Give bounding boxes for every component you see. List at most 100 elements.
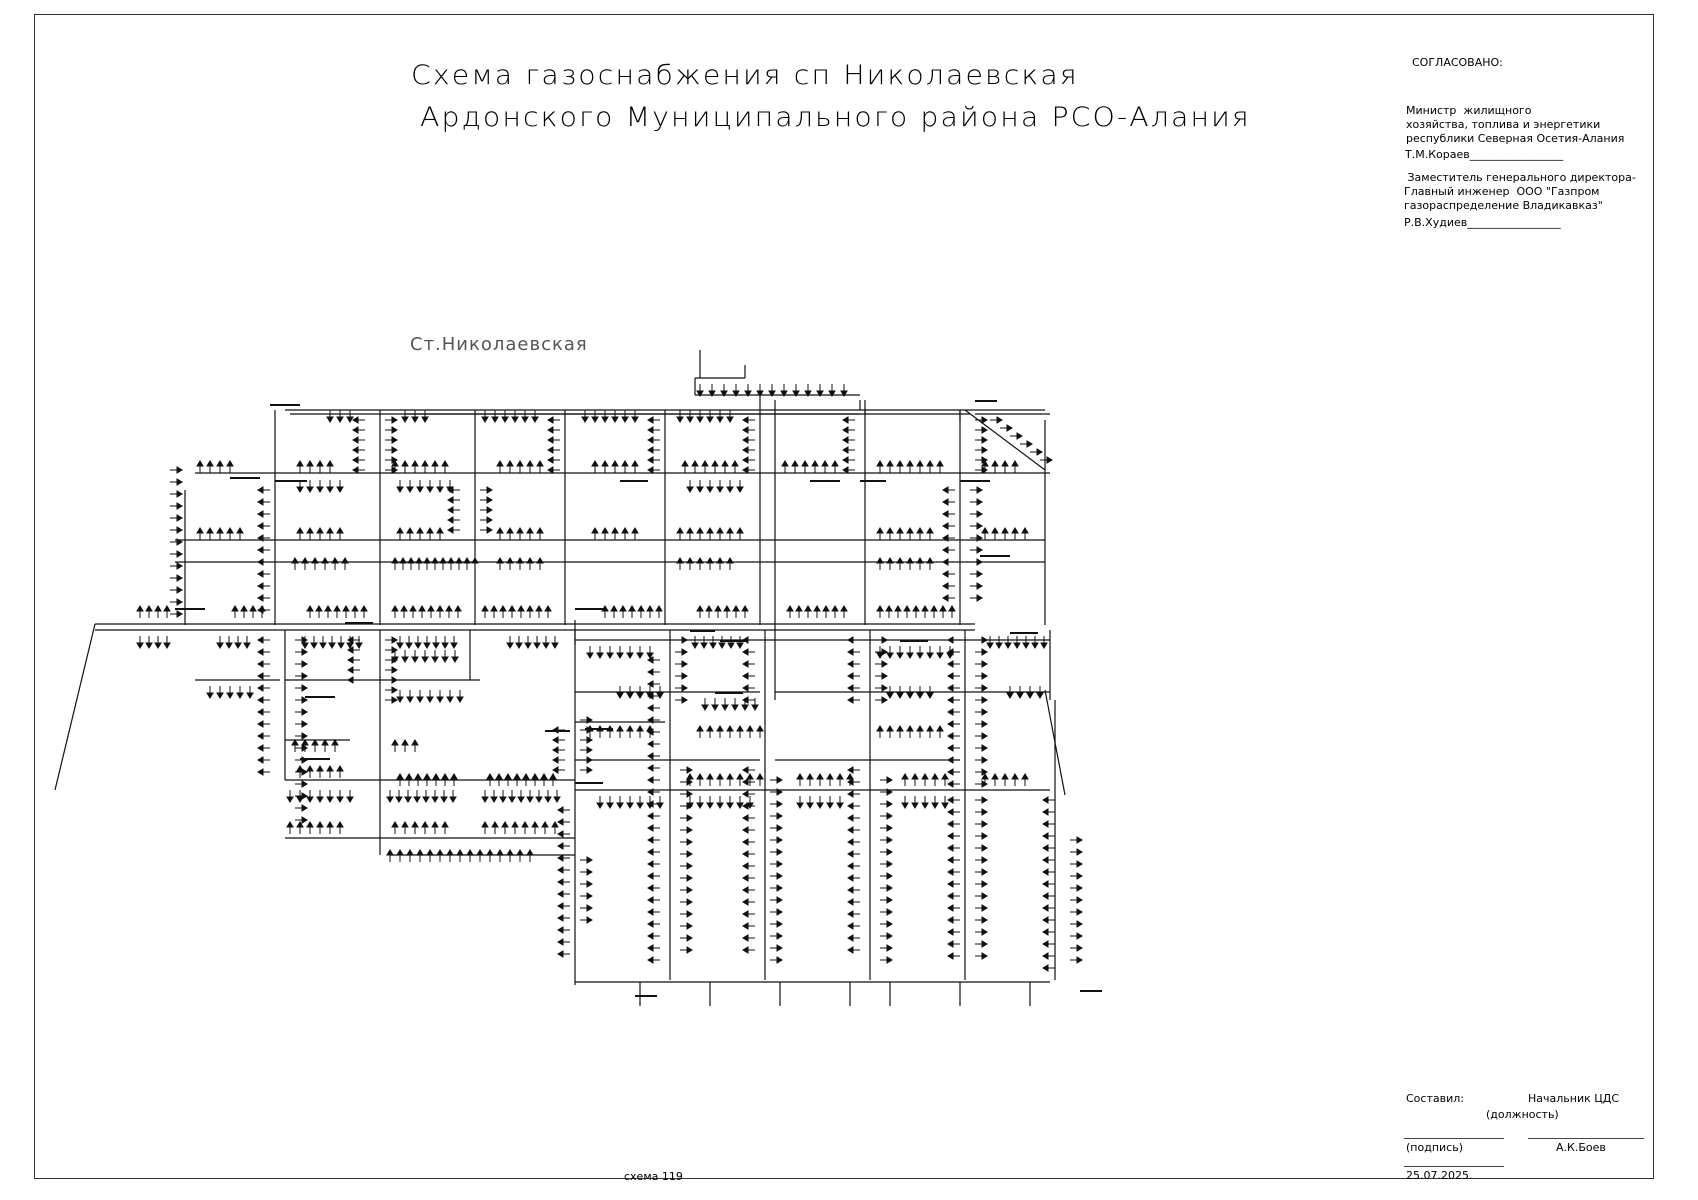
consumer-icon (731, 460, 739, 473)
consumer-icon (847, 672, 860, 680)
consumer-icon (970, 570, 983, 578)
consumer-icon (975, 684, 988, 692)
consumer-icon (637, 605, 645, 618)
consumer-icon (716, 480, 724, 493)
consumer-icon (947, 868, 960, 876)
consumer-icon (257, 582, 270, 590)
consumer-icon (521, 821, 529, 834)
consumer-icon (936, 646, 944, 659)
consumer-icon (1070, 884, 1083, 892)
consumer-icon (1070, 932, 1083, 940)
consumer-icon (975, 416, 988, 424)
consumer-icon (1042, 928, 1055, 936)
consumer-icon (680, 874, 693, 882)
consumer-icon (231, 605, 239, 618)
consumer-icon (163, 605, 171, 618)
consumer-icon (206, 527, 214, 540)
consumer-icon (636, 686, 644, 699)
consumer-icon (975, 708, 988, 716)
consumer-icon (647, 776, 660, 784)
consumer-icon (647, 812, 660, 820)
scheme-number: схема 119 (624, 1170, 683, 1183)
consumer-icon (401, 460, 409, 473)
consumer-icon (921, 605, 929, 618)
consumer-icon (401, 821, 409, 834)
consumer-icon (876, 460, 884, 473)
consumer-icon (326, 527, 334, 540)
consumer-icon (355, 636, 363, 649)
consumer-icon (756, 384, 764, 397)
consumer-icon (675, 684, 688, 692)
consumer-icon (647, 788, 660, 796)
consumer-icon (947, 756, 960, 764)
consumer-icon (225, 636, 233, 649)
consumer-icon (942, 510, 955, 518)
consumer-icon (1042, 868, 1055, 876)
consumer-icon (770, 848, 783, 856)
consumer-icon (926, 686, 934, 699)
consumer-icon (526, 527, 534, 540)
consumer-icon (616, 796, 624, 809)
consumer-icon (526, 557, 534, 570)
consumer-icon (621, 527, 629, 540)
consumer-icon (696, 725, 704, 738)
consumer-icon (454, 605, 462, 618)
consumer-icon (1001, 773, 1009, 786)
consumer-icon (246, 686, 254, 699)
consumer-icon (1016, 686, 1024, 699)
consumer-icon (511, 821, 519, 834)
consumer-icon (316, 460, 324, 473)
consumer-icon (947, 892, 960, 900)
consumer-icon (596, 725, 604, 738)
consumer-icon (170, 514, 183, 522)
consumer-icon (1042, 820, 1055, 828)
consumer-icon (606, 646, 614, 659)
consumer-icon (942, 486, 955, 494)
consumer-icon (680, 790, 693, 798)
consumer-icon (491, 821, 499, 834)
consumer-icon (742, 946, 755, 954)
consumer-icon (557, 866, 570, 874)
consumer-icon (831, 605, 839, 618)
consumer-icon (647, 752, 660, 760)
consumer-icon (941, 773, 949, 786)
consumer-icon (770, 776, 783, 784)
consumer-icon (675, 696, 688, 704)
consumer-icon (626, 796, 634, 809)
consumer-icon (619, 605, 627, 618)
consumer-icon (926, 557, 934, 570)
consumer-icon (319, 636, 327, 649)
consumer-icon (405, 773, 413, 786)
consumer-icon (875, 636, 888, 644)
deputy-name: Р.В.Худиев_________________ (1404, 216, 1561, 229)
consumer-icon (257, 720, 270, 728)
consumer-icon (411, 821, 419, 834)
consumer-icon (347, 656, 360, 664)
consumer-icon (906, 527, 914, 540)
consumer-icon (404, 790, 412, 803)
consumer-icon (975, 916, 988, 924)
consumer-icon (490, 790, 498, 803)
consumer-icon (975, 446, 988, 454)
consumer-icon (580, 766, 593, 774)
consumer-icon (947, 904, 960, 912)
pipe-annotation-mark (275, 480, 307, 482)
consumer-icon (975, 880, 988, 888)
consumer-icon (295, 804, 308, 812)
consumer-icon (257, 648, 270, 656)
consumer-icon (875, 648, 888, 656)
consumer-icon (257, 672, 270, 680)
consumer-icon (441, 773, 449, 786)
consumer-icon (1042, 892, 1055, 900)
consumer-icon (441, 636, 449, 649)
consumer-icon (170, 562, 183, 570)
consumer-icon (406, 849, 414, 862)
consumer-icon (742, 790, 755, 798)
consumer-icon (476, 849, 484, 862)
consumer-icon (301, 557, 309, 570)
consumer-icon (696, 527, 704, 540)
consumer-icon (295, 636, 308, 644)
consumer-icon (471, 557, 479, 570)
signature-caption: (подпись) (1406, 1141, 1463, 1154)
consumer-icon (880, 824, 893, 832)
